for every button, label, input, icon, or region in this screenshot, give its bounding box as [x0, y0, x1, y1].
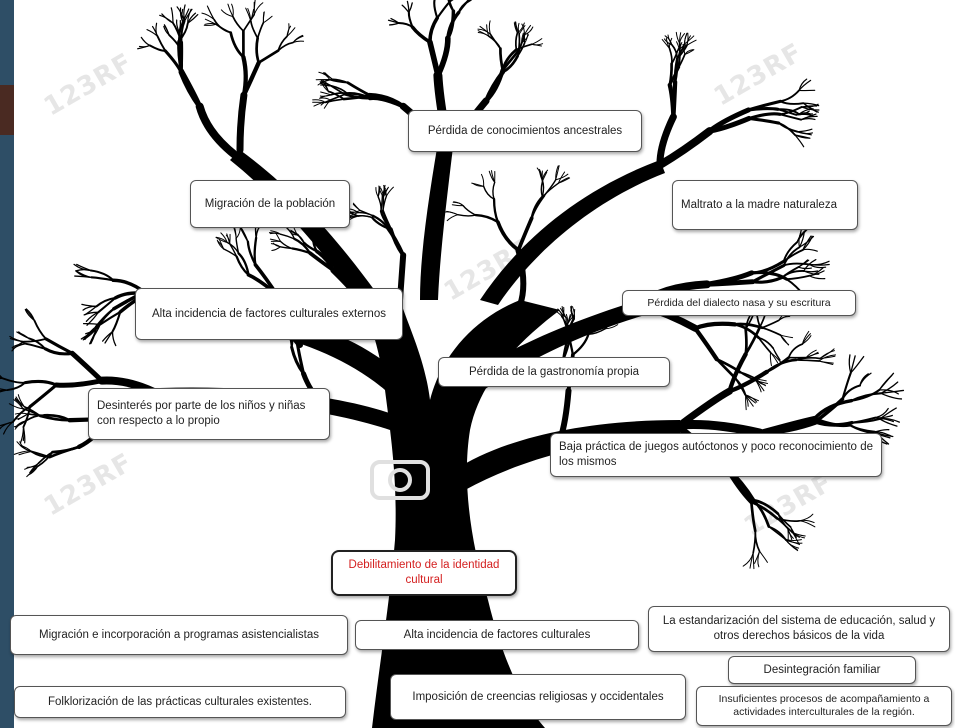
window-edge-bar: [0, 0, 14, 728]
effect-box: Pérdida del dialecto nasa y su escritura: [622, 290, 856, 316]
core-problem-text: Debilitamiento de la identidad cultural: [348, 559, 500, 586]
camera-watermark-icon: [370, 460, 430, 500]
effect-box: Desinterés por parte de los niños y niña…: [88, 388, 330, 440]
effect-text: Pérdida de la gastronomía propia: [468, 365, 640, 378]
effect-text: Migración de la población: [204, 197, 336, 210]
cause-box: Insuficientes procesos de acompañamiento…: [696, 686, 952, 726]
cause-box: La estandarización del sistema de educac…: [648, 606, 950, 652]
effect-box: Pérdida de la gastronomía propia: [438, 357, 670, 387]
cause-text: Folklorización de las prácticas cultural…: [48, 695, 312, 708]
core-problem-box: Debilitamiento de la identidad cultural: [331, 550, 517, 596]
effect-box: Migración de la población: [190, 180, 350, 228]
effect-box: Baja práctica de juegos autóctonos y poc…: [550, 433, 882, 477]
effect-text: Pérdida de conocimientos ancestrales: [427, 124, 623, 137]
effect-text: Maltrato a la madre naturaleza: [681, 198, 837, 211]
cause-text: Imposición de creencias religiosas y occ…: [412, 690, 664, 703]
cause-text: Migración e incorporación a programas as…: [39, 628, 319, 641]
effect-text: Pérdida del dialecto nasa y su escritura: [647, 296, 831, 309]
cause-box: Imposición de creencias religiosas y occ…: [390, 674, 686, 720]
cause-text: Alta incidencia de factores culturales: [403, 628, 591, 641]
effect-box: Pérdida de conocimientos ancestrales: [408, 110, 642, 152]
effect-box: Maltrato a la madre naturaleza: [672, 180, 858, 230]
cause-text: La estandarización del sistema de educac…: [662, 615, 936, 642]
cause-text: Insuficientes procesos de acompañamiento…: [718, 693, 930, 718]
effect-text: Alta incidencia de factores culturales e…: [152, 307, 386, 320]
window-edge-accent: [0, 85, 14, 135]
cause-box: Alta incidencia de factores culturales: [355, 620, 639, 650]
cause-box: Migración e incorporación a programas as…: [10, 615, 348, 655]
cause-text: Desintegración familiar: [763, 663, 881, 676]
effect-box: Alta incidencia de factores culturales e…: [135, 288, 403, 340]
cause-box: Desintegración familiar: [728, 656, 916, 684]
effect-text: Baja práctica de juegos autóctonos y poc…: [559, 441, 873, 468]
cause-box: Folklorización de las prácticas cultural…: [14, 686, 346, 718]
effect-text: Desinterés por parte de los niños y niña…: [97, 400, 306, 427]
